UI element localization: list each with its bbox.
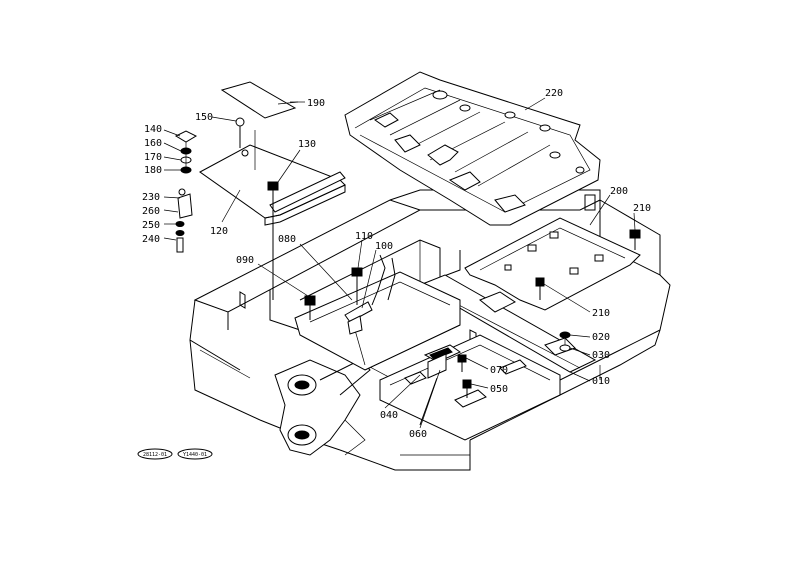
stamp-right: Y1440-01 — [183, 452, 207, 458]
part-200-plate — [464, 217, 641, 311]
label-060: 060 — [409, 429, 427, 440]
label-080: 080 — [278, 234, 296, 245]
label-150: 150 — [195, 112, 213, 123]
label-240: 240 — [142, 234, 160, 245]
part-220-cover — [344, 71, 601, 226]
label-210-top: 210 — [633, 203, 651, 214]
part-210-bolts — [535, 229, 641, 300]
label-260: 260 — [142, 206, 160, 217]
part-070-050-bolts — [457, 354, 472, 398]
leader-lines — [163, 97, 636, 429]
label-030: 030 — [592, 350, 610, 361]
label-130: 130 — [298, 139, 316, 150]
label-040: 040 — [380, 410, 398, 421]
label-210-bottom: 210 — [592, 308, 610, 319]
part-150-bolt — [235, 117, 245, 148]
label-050: 050 — [490, 384, 508, 395]
label-170: 170 — [144, 152, 162, 163]
stamp-left: 28112-01 — [143, 452, 167, 458]
label-100: 100 — [375, 241, 393, 252]
part-130-bolt — [267, 181, 279, 300]
label-220: 220 — [545, 88, 563, 99]
label-070: 070 — [490, 365, 508, 376]
reference-stamps: 28112-01 Y1440-01 — [137, 448, 213, 460]
part-140-180-stack — [174, 130, 198, 174]
label-230: 230 — [142, 192, 160, 203]
part-100-110-linkage — [344, 254, 396, 335]
part-090-bolt — [304, 295, 316, 320]
label-020: 020 — [592, 332, 610, 343]
label-190: 190 — [307, 98, 325, 109]
label-200: 200 — [610, 186, 628, 197]
label-090: 090 — [236, 255, 254, 266]
part-230-240-pin — [175, 188, 193, 253]
part-020-030-bolts — [559, 331, 571, 352]
label-140: 140 — [144, 124, 162, 135]
front-coupler — [274, 359, 371, 456]
label-110: 110 — [355, 231, 373, 242]
label-010: 010 — [592, 376, 610, 387]
part-labels: 190 150 140 160 170 180 130 120 230 260 … — [142, 88, 651, 440]
label-120: 120 — [210, 226, 228, 237]
part-060-pedal — [419, 344, 462, 426]
label-160: 160 — [144, 138, 162, 149]
label-180: 180 — [144, 165, 162, 176]
part-190-plate — [220, 81, 299, 119]
center-floor-plate — [294, 271, 461, 371]
label-250: 250 — [142, 220, 160, 231]
chassis-frame — [189, 189, 671, 471]
